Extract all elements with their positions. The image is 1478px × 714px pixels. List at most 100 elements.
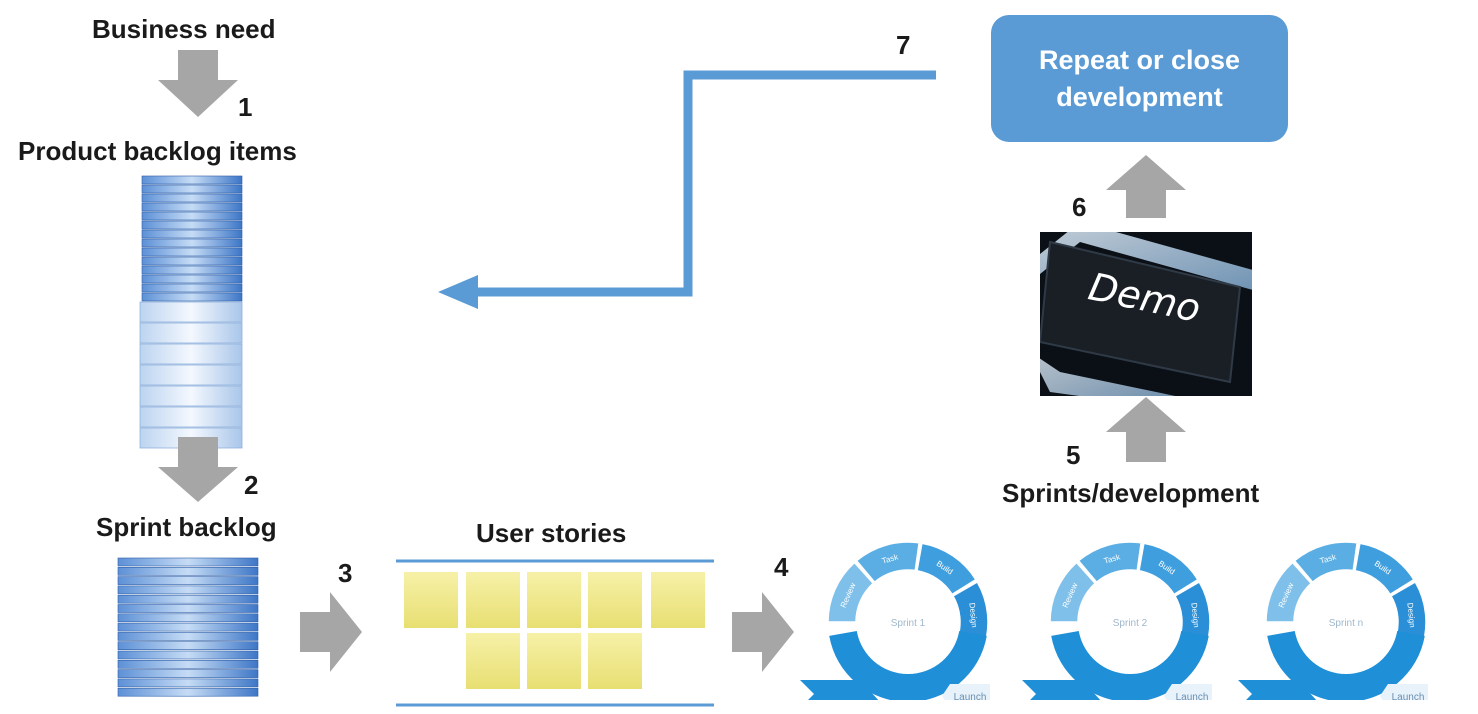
launch-tab [1164,684,1212,700]
flow-arrow-backlog-to-sprint [158,437,238,502]
flow-arrow-demo-to-repeat [1106,155,1186,218]
sprint-backlog-label: Sprint backlog [96,512,277,542]
step-2-number: 2 [244,470,259,500]
cycle-phase-segment [1265,561,1313,623]
cycle-phase-segment [1354,542,1415,596]
sprint-slab [117,594,259,604]
sticky-note [588,572,642,628]
flow-arrow-business-to-backlog [158,50,238,117]
backlog-slab [141,256,243,266]
cycle-arrow-tail [1022,680,1101,700]
sticky-note [527,633,581,689]
user-stories-label: User stories [476,518,627,548]
backlog-slab [141,211,243,221]
backlog-slab [141,202,243,212]
repeat-or-close-label: Repeat or close development [1038,45,1241,112]
cycle-sweep-arrow [1267,631,1425,700]
backlog-slab [139,343,243,365]
backlog-slab [141,265,243,275]
launch-label: Launch [1392,692,1425,700]
cycle-phase-label: Design [1405,602,1417,628]
repeat-or-close-box: Repeat or close development [991,15,1288,142]
sticky-note [404,572,458,628]
sprint-slab [117,557,259,567]
step-3-number: 3 [338,558,353,588]
sprint-slab [117,641,259,651]
cycle-phase-segment [855,541,920,584]
sprint-slab [117,622,259,632]
backlog-slab [141,292,243,302]
backlog-slab [139,364,243,386]
step-4-number: 4 [774,552,789,582]
cycle-phase-segment [1049,561,1097,623]
cycle-phase-segment [827,561,875,623]
flow-arrow-sprint-to-stories [300,592,362,672]
sticky-note [588,633,642,689]
backlog-slab [139,385,243,407]
cycle-phase-segment [916,542,977,596]
sprint-slab [117,650,259,660]
sprint-center-label: Sprint 1 [891,618,926,629]
step-5-number: 5 [1066,440,1081,470]
launch-tab [942,684,990,700]
backlog-slab [141,274,243,284]
cycle-arrow-tail [800,680,879,700]
product-backlog-label: Product backlog items [18,136,297,166]
backlog-slab [141,193,243,203]
sprint-slab [117,669,259,678]
backlog-slab [141,229,243,239]
sticky-note [466,572,520,628]
sprint-backlog-stack [117,557,259,697]
backlog-slab [141,220,243,230]
cycle-phase-label: Design [1189,602,1201,628]
sticky-note [466,633,520,689]
sprint-slab [117,566,259,576]
cycle-sweep-arrow [829,631,987,700]
step-6-number: 6 [1072,192,1087,222]
sticky-note [651,572,705,628]
cycle-phase-segment [1138,542,1199,596]
sprint-slab [117,687,259,697]
sprints-development-label: Sprints/development [1002,478,1260,508]
sprint-center-label: Sprint n [1329,618,1363,629]
backlog-slab [141,175,243,185]
business-need-label: Business need [92,14,276,44]
demo-key-image: Demo [1040,232,1252,396]
cycle-sweep-arrow [1051,631,1209,700]
cycle-phase-label: Design [967,602,979,628]
backlog-slab [141,184,243,194]
step-1-number: 1 [238,92,253,122]
backlog-slab [141,283,243,293]
feedback-arrow-repeat-to-backlog [438,70,936,309]
sticky-note [527,572,581,628]
sprint-slab [117,678,259,688]
backlog-slab [139,301,243,323]
sprint-slab [117,659,259,669]
flow-arrow-sprints-to-demo [1106,397,1186,462]
step-7-number: 7 [896,30,911,60]
demo-key-graphic: Demo [1040,232,1252,396]
user-stories-board [396,559,714,707]
sprint-slab [117,604,259,613]
backlog-slab [141,247,243,257]
launch-label: Launch [1176,692,1209,700]
sprint-slab [117,632,259,641]
backlog-slab [141,238,243,248]
backlog-slab [139,406,243,428]
cycle-arrow-tail [1238,680,1317,700]
product-backlog-stack [139,175,243,449]
sprint-slab [117,585,259,595]
sprint-slab [117,576,259,585]
flow-arrow-stories-to-sprints [732,592,794,672]
backlog-slab [139,322,243,344]
sprint-center-label: Sprint 2 [1113,618,1148,629]
launch-label: Launch [954,692,987,700]
sprint-slab [117,613,259,623]
cycle-phase-segment [1077,541,1142,584]
launch-tab [1380,684,1428,700]
cycle-phase-segment [1293,541,1358,584]
